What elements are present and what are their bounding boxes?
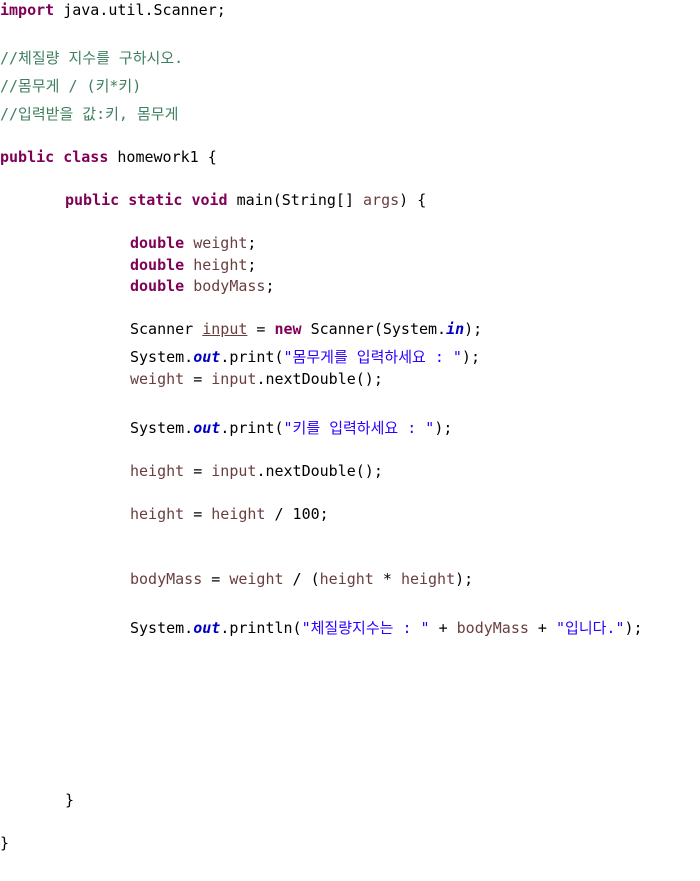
variable: args — [363, 191, 400, 209]
variable: weight — [130, 370, 185, 388]
code-text: ); — [461, 348, 480, 366]
code-text: = — [202, 570, 230, 588]
declare-weight-line: double weight; — [130, 233, 256, 253]
keyword: import — [0, 1, 55, 19]
comment-line-3: //입력받을 값:키, 몸무게 — [0, 105, 179, 123]
convert-height-line: height = height / 100; — [130, 504, 329, 524]
code-text: ) { — [399, 191, 427, 209]
variable: input — [211, 462, 257, 480]
close-main-brace: } — [65, 791, 75, 809]
print-result-line: System.out.println("체질량지수는 : " + bodyMas… — [130, 618, 643, 638]
code-text: .print( — [220, 419, 284, 437]
main-method-line: public static void main(String[] args) { — [65, 190, 426, 210]
code-text: / 100; — [265, 505, 329, 523]
class-name: homework1 { — [108, 148, 217, 166]
keyword: double — [130, 277, 185, 295]
code-text: java.util.Scanner; — [54, 1, 226, 19]
code-text: main(String[] — [227, 191, 364, 209]
code-text: = — [184, 370, 212, 388]
code-text: + — [528, 619, 556, 637]
comment-line-1: //체질량 지수를 구하시오. — [0, 49, 184, 67]
keyword: new — [274, 320, 302, 338]
variable: height — [211, 505, 266, 523]
read-weight-line: weight = input.nextDouble(); — [130, 369, 383, 389]
class-declaration-line: public class homework1 { — [0, 147, 217, 167]
variable: weight — [229, 570, 284, 588]
code-text: .println( — [220, 619, 302, 637]
variable-warning[interactable]: input — [202, 320, 248, 338]
variable: bodyMass — [193, 277, 266, 295]
code-text: = — [184, 462, 212, 480]
code-text: = — [184, 505, 212, 523]
variable: height — [130, 462, 185, 480]
comment-line-2: //몸무게 / (키*키) — [0, 77, 142, 95]
keyword: double — [130, 234, 185, 252]
import-line: import java.util.Scanner; — [0, 0, 226, 20]
code-text: System. — [130, 419, 194, 437]
string-literal: "키를 입력하세요 : " — [283, 419, 435, 437]
code-text: Scanner — [130, 320, 203, 338]
keyword: static — [128, 191, 183, 209]
print-weight-prompt-line: System.out.print("몸무게를 입력하세요 : "); — [130, 347, 480, 367]
static-field: out — [193, 619, 221, 637]
code-text: ; — [247, 234, 257, 252]
static-field: out — [193, 419, 221, 437]
static-field: in — [446, 320, 465, 338]
code-text: ); — [464, 320, 483, 338]
static-field: out — [193, 348, 221, 366]
scanner-init-line: Scanner input = new Scanner(System.in); — [130, 319, 482, 339]
compute-bodymass-line: bodyMass = weight / (height * height); — [130, 569, 473, 589]
code-text: ); — [455, 570, 474, 588]
code-text: System. — [130, 619, 194, 637]
declare-bodymass-line: double bodyMass; — [130, 276, 275, 296]
keyword: void — [191, 191, 228, 209]
code-text: ); — [624, 619, 643, 637]
keyword: public — [65, 191, 120, 209]
code-text: System. — [130, 348, 194, 366]
code-text: * — [373, 570, 401, 588]
variable: bodyMass — [130, 570, 203, 588]
code-text: ); — [434, 419, 453, 437]
code-text: .nextDouble(); — [256, 370, 383, 388]
keyword: class — [63, 148, 109, 166]
code-text: Scanner(System. — [301, 320, 447, 338]
close-class-brace: } — [0, 834, 10, 852]
string-literal: "체질량지수는 : " — [301, 619, 430, 637]
code-text: ; — [247, 256, 257, 274]
keyword: double — [130, 256, 185, 274]
read-height-line: height = input.nextDouble(); — [130, 461, 383, 481]
keyword: public — [0, 148, 55, 166]
string-literal: "입니다." — [556, 619, 625, 637]
code-text: .nextDouble(); — [256, 462, 383, 480]
variable: input — [211, 370, 257, 388]
string-literal: "몸무게를 입력하세요 : " — [283, 348, 462, 366]
print-height-prompt-line: System.out.print("키를 입력하세요 : "); — [130, 418, 452, 438]
code-text: + — [429, 619, 457, 637]
variable: weight — [193, 234, 248, 252]
code-text: ; — [265, 277, 275, 295]
variable: height — [319, 570, 374, 588]
code-text: = — [247, 320, 275, 338]
code-text: / ( — [283, 570, 320, 588]
code-text: .print( — [220, 348, 284, 366]
variable: bodyMass — [456, 619, 529, 637]
variable: height — [130, 505, 185, 523]
variable: height — [193, 256, 248, 274]
variable: height — [400, 570, 456, 588]
declare-height-line: double height; — [130, 255, 256, 275]
